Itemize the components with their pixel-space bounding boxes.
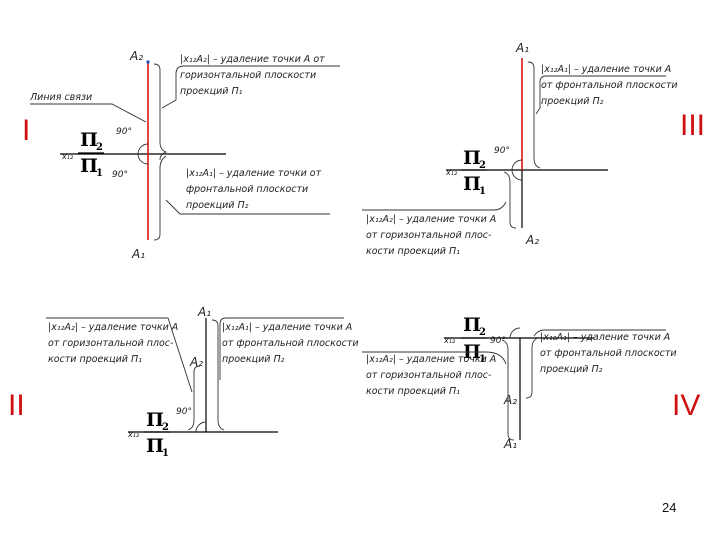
panel-4: x₁₂ П 2 П 1 A₂ A₁ 90° |x₁₂A₁| – удаление… [362, 314, 677, 451]
label-a1: A₁ [197, 305, 211, 319]
note-top-line-3: проекций П₂ [540, 364, 603, 375]
label-a2: A₂ [525, 233, 539, 247]
plane-label-bottom: П [463, 173, 481, 195]
angle-label-top: 90° [116, 127, 132, 137]
panel-3: x₁₂ П 2 П 1 A₁ A₂ 90° |x₁₂A₁| – удаление… [362, 41, 678, 257]
note-top-line-3: проекций П₂ [541, 96, 604, 107]
panel-number-3: III [680, 109, 705, 142]
axis-label: x₁₂ [127, 430, 140, 439]
angle-arc-top [511, 159, 523, 171]
point-a2 [146, 60, 150, 64]
note-top-line-1: |x₁₂A₁| – удаление точки А [540, 332, 670, 343]
plane-sub-bottom: 1 [96, 168, 103, 179]
note-left-line-3: кости проекций П₁ [48, 354, 142, 365]
link-line-label: Линия связи [29, 92, 92, 103]
panel-number-2: II [8, 389, 25, 422]
note-bottom-line-3: кости проекций П₁ [366, 246, 460, 257]
plane-label-top: П [463, 147, 481, 169]
angle-label: 90° [490, 336, 506, 346]
angle-arc [195, 421, 207, 433]
plane-sub-top: 2 [162, 422, 169, 433]
leader-link [30, 103, 147, 123]
note-bottom-line-1: |x₁₂A₂| – удаление точки А [366, 354, 496, 365]
plane-label-top: П [80, 129, 98, 151]
plane-label-top: П [146, 409, 164, 431]
leader-bottom [362, 351, 507, 365]
angle-arc [509, 327, 521, 339]
brace-left [187, 365, 201, 431]
note-top-line-2: от фронтальной плоскости [541, 80, 678, 91]
plane-label-top: П [463, 314, 481, 336]
note-bottom-line-2: фронтальной плоскости [186, 184, 308, 195]
note-top-line-2: горизонтальной плоскости [180, 70, 316, 81]
plane-sub-top: 2 [479, 160, 486, 171]
note-bottom-line-1: |x₁₂A₂| – удаление точки А [366, 214, 496, 225]
note-right-line-2: от фронтальной плоскости [222, 338, 359, 349]
angle-arc-bottom [511, 169, 523, 181]
note-right-line-1: |x₁₂A₁| – удаление точки А [222, 322, 352, 333]
leader-bottom [362, 201, 507, 211]
panel-number-4: IV [672, 389, 700, 422]
axis-label: x₁₂ [443, 336, 456, 345]
note-bottom-line-3: проекций П₂ [186, 200, 249, 211]
angle-label-bottom: 90° [112, 170, 128, 180]
leader-top [161, 65, 340, 109]
angle-arc-bottom [137, 153, 149, 165]
brace-left [501, 339, 515, 441]
note-top-line-1: |x₁₂A₁| – удаление точки А [541, 64, 671, 75]
note-top-line-3: проекций П₁ [180, 86, 243, 97]
brace-right [211, 319, 225, 431]
label-a1: A₁ [515, 41, 529, 55]
brace-bottom [153, 155, 167, 241]
brace-right [525, 337, 539, 399]
plane-sub-bottom: 1 [479, 354, 486, 365]
angle-arc-top [137, 143, 149, 155]
panel-2: x₁₂ П 2 П 1 A₁ A₂ 90° |x₁₂A₂| – удаление… [46, 305, 359, 459]
angle-label: 90° [176, 407, 192, 417]
plane-sub-bottom: 1 [162, 448, 169, 459]
leader-bottom [165, 199, 330, 215]
plane-label-bottom: П [80, 155, 98, 177]
note-right-line-3: проекций П₂ [222, 354, 285, 365]
brace-top [527, 61, 541, 169]
plane-sub-bottom: 1 [479, 186, 486, 197]
brace-top [153, 63, 168, 161]
label-a2: A₂ [503, 393, 517, 407]
note-top-line-2: от фронтальной плоскости [540, 348, 677, 359]
label-a1: A₁ [503, 437, 517, 451]
leader-left [46, 317, 193, 393]
axis-label: x₁₂ [61, 152, 74, 161]
note-bottom-line-3: кости проекций П₁ [366, 386, 460, 397]
leader-top [535, 75, 666, 115]
note-bottom-line-1: |x₁₂A₁| – удаление точки от [186, 168, 322, 179]
note-bottom-line-2: от горизонтальной плос- [366, 230, 492, 241]
note-bottom-line-2: от горизонтальной плос- [366, 370, 492, 381]
leader-right [219, 317, 344, 380]
note-left-line-1: |x₁₂A₂| – удаление точки А [48, 322, 178, 333]
label-a2: A₂ [129, 49, 143, 63]
axis-label: x₁₂ [445, 168, 458, 177]
page-number: 24 [662, 500, 676, 515]
note-top-line-1: |x₁₂A₂| – удаление точки А от [180, 54, 325, 65]
plane-sub-top: 2 [96, 142, 103, 153]
label-a2: A₂ [189, 355, 203, 369]
leader-top [533, 329, 666, 337]
label-a1: A₁ [131, 247, 145, 261]
plane-sub-top: 2 [479, 327, 486, 338]
brace-bottom [503, 171, 517, 229]
plane-label-bottom: П [146, 435, 164, 457]
angle-label: 90° [494, 146, 510, 156]
panel-1: x₁₂ П 2 П 1 A₂ A₁ 90° 90° Линия связи |x… [29, 49, 340, 261]
panel-number-1: I [22, 114, 30, 147]
note-left-line-2: от горизонтальной плос- [48, 338, 174, 349]
